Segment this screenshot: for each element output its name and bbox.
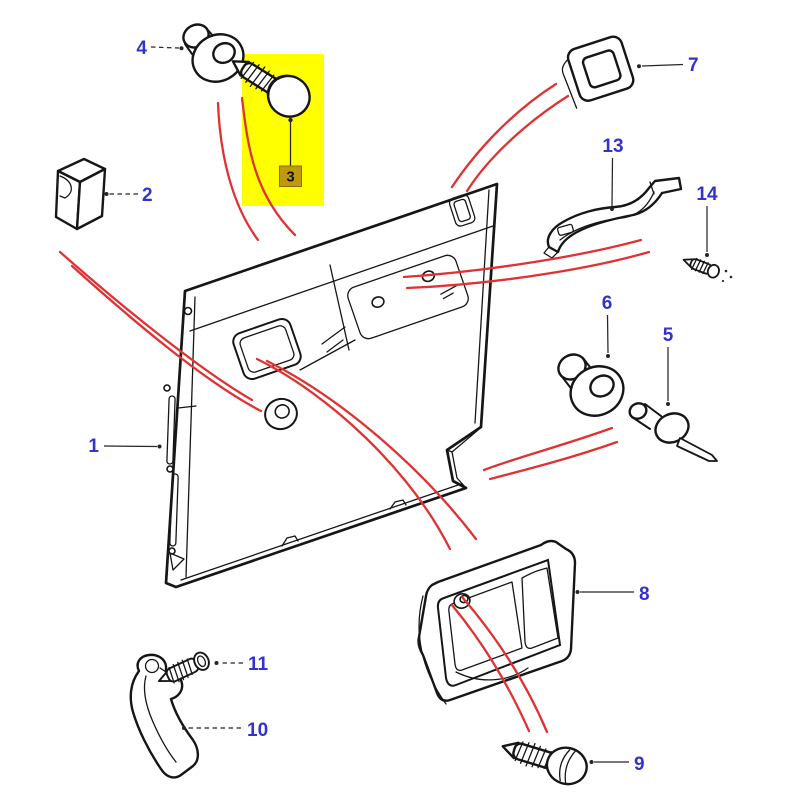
part-2-clip-block[interactable]	[54, 157, 107, 231]
red-route-clip2-b	[70, 264, 263, 413]
part-label-9[interactable]: 9	[634, 754, 645, 775]
red-route-clip7-a	[465, 94, 570, 193]
part-3-screw[interactable]	[222, 44, 317, 124]
part-label-8[interactable]: 8	[639, 584, 650, 605]
red-route-handle13-b	[402, 238, 643, 279]
part-label-13[interactable]: 13	[602, 136, 623, 157]
red-route-handle13-a	[405, 250, 651, 290]
part-5-rivet[interactable]	[627, 401, 718, 462]
part-9-screw[interactable]	[497, 729, 591, 789]
part-1-door-trim-panel[interactable]	[163, 182, 499, 589]
callout-labels: 1 2 4 5 6 7 8 9 10 11 13 14	[88, 38, 718, 775]
part-label-6[interactable]: 6	[602, 293, 613, 314]
part-label-11[interactable]: 11	[248, 654, 269, 675]
part-7-retainer-clip[interactable]	[557, 34, 637, 109]
red-route-screw3-a	[216, 101, 260, 242]
red-route-screw9-b	[450, 603, 531, 733]
part-13-pull-handle[interactable]	[543, 176, 683, 259]
red-route-screw9-a	[460, 595, 549, 734]
part-label-5[interactable]: 5	[663, 325, 674, 346]
part-4-grommet[interactable]	[179, 20, 251, 90]
callout-leaders	[103, 46, 709, 764]
part-label-14[interactable]: 14	[696, 184, 718, 205]
part-label-2[interactable]: 2	[142, 185, 153, 206]
part-3-tag-box[interactable]	[279, 165, 302, 187]
red-route-escutcheon-b	[265, 359, 478, 541]
part-label-4[interactable]: 4	[136, 38, 147, 59]
red-leader-curves	[58, 82, 651, 734]
red-route-rivet-a	[482, 426, 614, 472]
part-label-3[interactable]: 3	[286, 169, 294, 186]
part-label-1[interactable]: 1	[88, 436, 99, 457]
part-6-grommet[interactable]	[554, 350, 632, 425]
red-route-screw3-b	[240, 96, 297, 237]
red-route-rivet-b	[488, 440, 619, 481]
part-14-screw[interactable]	[681, 254, 733, 283]
part-8-escutcheon[interactable]	[417, 539, 577, 705]
part-label-7[interactable]: 7	[688, 55, 699, 76]
part-11-screw[interactable]	[155, 650, 212, 689]
part-10-bracket[interactable]	[129, 653, 200, 779]
part-label-10[interactable]: 10	[247, 720, 268, 741]
highlight-tag[interactable]: 3	[279, 165, 302, 187]
red-route-escutcheon-a	[255, 357, 452, 551]
red-route-clip7-b	[450, 82, 558, 189]
red-route-clip2-a	[58, 250, 254, 402]
